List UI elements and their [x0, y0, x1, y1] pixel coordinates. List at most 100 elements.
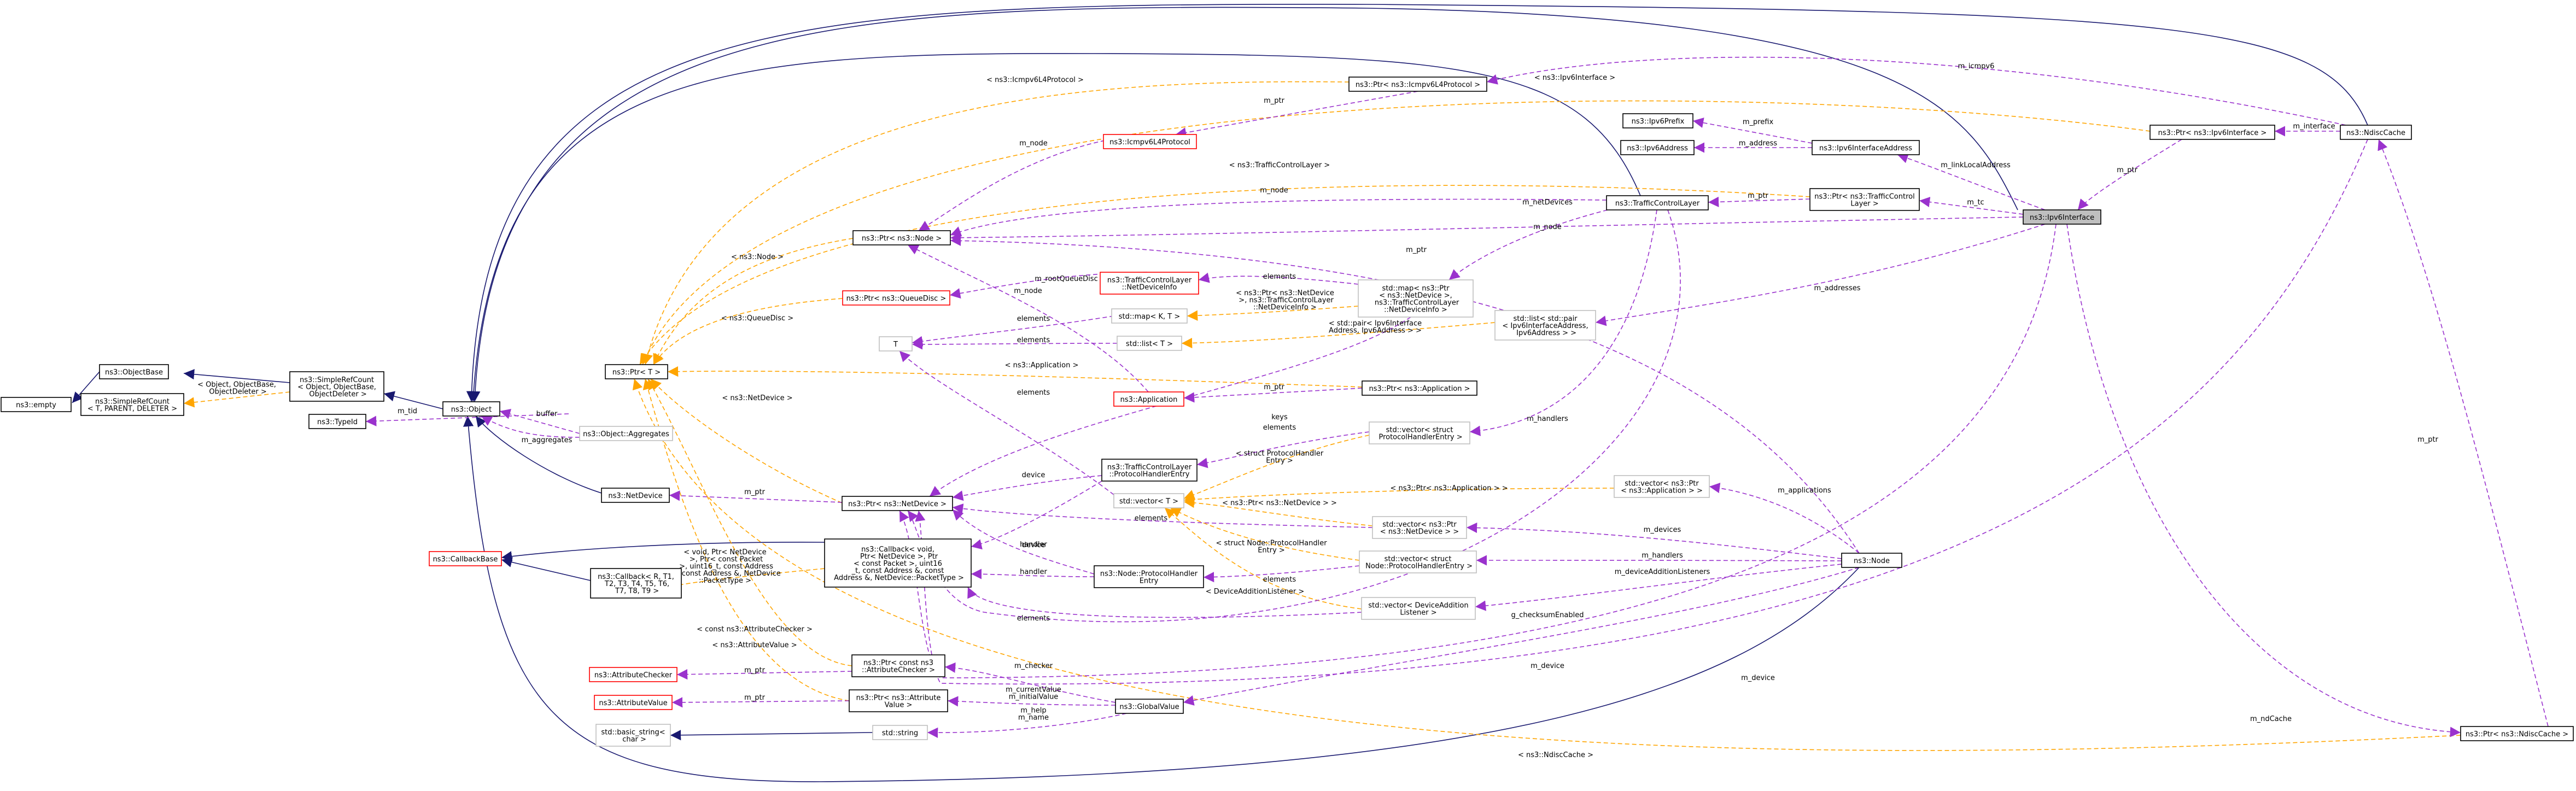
class-node-callbackbase[interactable]: ns3::CallbackBase — [429, 551, 502, 566]
class-node-ptr-netdevice[interactable]: ns3::Ptr< ns3::NetDevice > — [842, 496, 953, 511]
inheritance-edge-6 — [470, 7, 2018, 402]
class-node-netdevice[interactable]: ns3::NetDevice — [601, 488, 670, 503]
class-node-vector-t[interactable]: std::vector< T > — [1113, 493, 1184, 508]
class-node-object[interactable]: ns3::Object — [442, 401, 500, 417]
class-node-ptr-icmpv6l4[interactable]: ns3::Ptr< ns3::Icmpv6L4Protocol > — [1348, 77, 1487, 92]
class-label: ns3::Ptr< ns3::NetDevice > — [848, 500, 947, 508]
usage-edge-32 — [481, 415, 580, 438]
class-node-ipv6prefix[interactable]: ns3::Ipv6Prefix — [1622, 113, 1693, 128]
class-node-ptr-t[interactable]: ns3::Ptr< T > — [605, 364, 668, 379]
class-box — [1113, 493, 1184, 508]
class-node-aggregates[interactable]: ns3::Object::Aggregates — [579, 426, 673, 441]
edge-label-m-address: m_address — [1739, 139, 1777, 148]
class-node-ptr-node[interactable]: ns3::Ptr< ns3::Node > — [852, 230, 951, 245]
usage-edge-35 — [671, 697, 850, 708]
class-node-list-pair[interactable]: std::list< std::pair< Ipv6InterfaceAddre… — [1494, 310, 1596, 341]
class-node-icmpv6l4[interactable]: ns3::Icmpv6L4Protocol — [1103, 134, 1197, 149]
usage-edge-66 — [1448, 209, 1608, 280]
edge-label-elements-app: elements — [1017, 389, 1050, 397]
usage-edge-38 — [907, 244, 1149, 392]
class-node-ptr-app[interactable]: ns3::Ptr< ns3::Application > — [1362, 380, 1477, 396]
class-label: ns3::Ipv6Address — [1627, 144, 1688, 153]
class-node-map-netdev[interactable]: std::map< ns3::Ptr< ns3::NetDevice >, ns… — [1358, 279, 1474, 318]
usage-edge-54 — [1203, 565, 1360, 583]
class-node-ipv6address[interactable]: ns3::Ipv6Address — [1620, 140, 1695, 155]
template-edge-21 — [639, 185, 1810, 365]
edge-label-m-device-tcl: m_device — [1531, 662, 1564, 670]
edge-label-elements-t1: elements — [1017, 315, 1050, 323]
class-node-vec-ptr-app[interactable]: std::vector< ns3::Ptr< ns3::Application … — [1614, 475, 1710, 498]
usage-edge-42 — [1198, 272, 1359, 285]
class-node-map-kt[interactable]: std::map< K, T > — [1111, 308, 1188, 324]
class-node-basic-string[interactable]: std::basic_string< char > — [595, 724, 671, 747]
usage-edge-39 — [950, 216, 2024, 243]
class-box — [594, 695, 673, 710]
class-node-ipv6if[interactable]: ns3::Ipv6Interface — [2023, 209, 2101, 225]
class-node-ndisccache[interactable]: ns3::NdiscCache — [2340, 125, 2412, 140]
edge-label-m-interface: m_interface — [2293, 122, 2335, 131]
edge-label-tpl-callback-void: < void, Ptr< NetDevice >, Ptr< const Pac… — [669, 548, 780, 585]
class-node-ipv6ifaddr[interactable]: ns3::Ipv6InterfaceAddress — [1812, 140, 1920, 155]
class-node-node[interactable]: ns3::Node — [1841, 553, 1902, 568]
edge-label-device-node-phe: device — [1022, 541, 1045, 549]
class-label: std::list< T > — [1126, 340, 1173, 348]
class-node-vec-ptr-netdev[interactable]: std::vector< ns3::Ptr< ns3::NetDevice > … — [1372, 516, 1467, 539]
class-node-ptr-ndisccache[interactable]: ns3::Ptr< ns3::NdiscCache > — [2460, 726, 2574, 741]
class-node-std-string[interactable]: std::string — [872, 725, 928, 740]
class-node-vec-node-phe[interactable]: std::vector< struct Node::ProtocolHandle… — [1359, 550, 1477, 573]
inheritance-edge-5 — [501, 542, 825, 562]
class-node-globalvalue[interactable]: ns3::GlobalValue — [1115, 699, 1184, 714]
class-label: ns3::TrafficControlLayer — [1615, 200, 1700, 208]
template-edge-15 — [653, 238, 854, 365]
class-node-vec-tcl-phe[interactable]: std::vector< struct ProtocolHandlerEntry… — [1369, 421, 1470, 444]
class-node-application[interactable]: ns3::Application — [1113, 391, 1184, 407]
class-label: ns3::Node — [1854, 557, 1890, 565]
class-node-list-t[interactable]: std::list< T > — [1117, 336, 1182, 351]
class-box — [1622, 113, 1693, 128]
class-box — [2023, 209, 2101, 225]
class-node-ptr-ipv6if[interactable]: ns3::Ptr< ns3::Ipv6Interface > — [2149, 125, 2275, 140]
class-node-ptr-queuedisc[interactable]: ns3::Ptr< ns3::QueueDisc > — [842, 290, 950, 306]
class-node-callback-void[interactable]: ns3::Callback< void, Ptr< NetDevice >, P… — [824, 538, 972, 588]
class-label: ns3::Ptr< ns3::Ipv6Interface > — [2158, 129, 2267, 137]
class-node-typeid[interactable]: ns3::TypeId — [308, 414, 366, 429]
class-node-tcl-ndi[interactable]: ns3::TrafficControlLayer::NetDeviceInfo — [1100, 272, 1199, 295]
class-node-attrchecker[interactable]: ns3::AttributeChecker — [589, 667, 677, 682]
class-box — [1372, 516, 1467, 539]
class-label: std::vector< struct Node::ProtocolHandle… — [1363, 555, 1473, 570]
usage-edge-80 — [915, 139, 2368, 685]
usage-edge-67 — [1595, 224, 2046, 326]
class-node-tcl[interactable]: ns3::TrafficControlLayer — [1606, 195, 1709, 210]
inheritance-edge-9 — [463, 415, 1860, 782]
template-edge-16 — [653, 298, 843, 365]
class-node-ptr-attrchecker[interactable]: ns3::Ptr< const ns3::AttributeChecker > — [851, 654, 945, 677]
edge-label-handler-node-phe: handler — [1020, 568, 1047, 576]
class-box — [589, 667, 677, 682]
class-label: ns3::Callback< void, Ptr< NetDevice >, P… — [832, 546, 964, 582]
class-label: ns3::empty — [16, 401, 56, 409]
class-node-callback-t[interactable]: ns3::Callback< R, T1, T2, T3, T4, T5, T6… — [590, 568, 682, 599]
edge-label-m-addresses: m_addresses — [1814, 284, 1860, 292]
class-box — [595, 724, 671, 747]
class-node-empty[interactable]: ns3::empty — [1, 397, 72, 412]
class-label: std::map< ns3::Ptr< ns3::NetDevice >, ns… — [1372, 284, 1459, 314]
class-label: ns3::TrafficControlLayer::NetDeviceInfo — [1107, 276, 1192, 291]
class-node-attrvalue[interactable]: ns3::AttributeValue — [594, 695, 673, 710]
class-node-t-plain[interactable]: T — [879, 336, 913, 351]
class-node-srcount-obj[interactable]: ns3::SimpleRefCount< Object, ObjectBase,… — [289, 371, 384, 402]
edge-label-elements-dal: elements — [1017, 614, 1050, 623]
class-node-tcl-phe[interactable]: ns3::TrafficControlLayer::ProtocolHandle… — [1101, 459, 1198, 482]
class-box — [824, 538, 972, 588]
class-label: ns3::AttributeValue — [599, 699, 667, 707]
class-label: ns3::NetDevice — [608, 492, 662, 500]
inheritance-edge-10 — [670, 730, 873, 741]
class-box — [1841, 553, 1902, 568]
class-node-srcount-tpd[interactable]: ns3::SimpleRefCount< T, PARENT, DELETER … — [80, 393, 184, 416]
class-node-objectbase[interactable]: ns3::ObjectBase — [99, 364, 169, 379]
class-box — [2149, 125, 2275, 140]
